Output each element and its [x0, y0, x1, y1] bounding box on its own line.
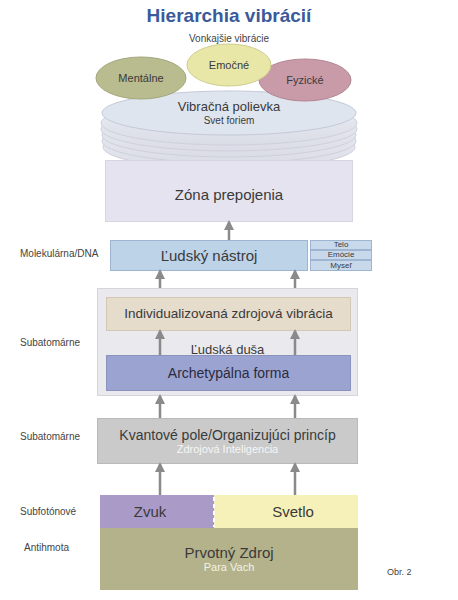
- human-soul-box: Ľudská dušaIndividualizovaná zdrojová vi…: [97, 288, 358, 396]
- up-arrow: [159, 464, 162, 495]
- level-label: Subatomárne: [20, 431, 80, 442]
- node-title: Prvotný Zdroj: [184, 544, 273, 561]
- ellipse-shape: [96, 57, 186, 99]
- figure-caption: Obr. 2: [387, 567, 412, 577]
- level-label: Antihmota: [24, 542, 69, 553]
- quantum-field-box: Kvantové pole/Organizujúci princípZdrojo…: [97, 418, 358, 464]
- node-subtitle: Para Vach: [204, 561, 255, 574]
- node-title: Zóna prepojenia: [175, 186, 283, 203]
- up-arrow: [159, 271, 162, 288]
- up-arrow: [159, 396, 162, 418]
- human-instrument-box: Ľudský nástroj: [110, 240, 308, 271]
- archetype-box: Archetypálna forma: [106, 355, 351, 391]
- up-arrow: [294, 464, 297, 495]
- outer-vibration-ellipse: Emočné: [186, 43, 272, 87]
- ellipse-shape: [259, 59, 351, 101]
- individual-vibration-box: Individualizovaná zdrojová vibrácia: [106, 297, 351, 331]
- connection-zone-box: Zóna prepojenia: [105, 160, 353, 222]
- node-title: Zvuk: [134, 503, 167, 520]
- sound-box: Zvuk: [100, 495, 200, 528]
- ellipse-shape: [187, 44, 271, 86]
- node-title: Individualizovaná zdrojová vibrácia: [124, 306, 333, 322]
- node-title: Emočné: [209, 59, 249, 72]
- aspect-box: Myseľ: [310, 260, 372, 271]
- node-title: Telo: [334, 240, 349, 249]
- node-title: Archetypálna forma: [168, 365, 289, 381]
- node-title: Ľudský nástroj: [161, 247, 258, 264]
- group-label: Vonkajšie vibrácie: [0, 33, 458, 44]
- node-title: Kvantové pole/Organizujúci princíp: [119, 427, 335, 443]
- node-title: Svetlo: [272, 503, 314, 520]
- node-title: Mentálne: [118, 72, 163, 85]
- up-arrow: [228, 222, 231, 240]
- aspect-box: Telo: [310, 240, 372, 250]
- outer-vibration-ellipse: Fyzické: [258, 58, 352, 102]
- node-subtitle: Svet foriem: [204, 115, 255, 127]
- node-title: Fyzické: [286, 74, 323, 87]
- level-label: Molekulárna/DNA: [20, 248, 98, 259]
- ellipse-shape: [102, 91, 356, 135]
- diagram-title: Hierarchia vibrácií: [0, 5, 458, 27]
- node-title: Vibračná polievka: [178, 100, 280, 115]
- level-label: Subatomárne: [20, 337, 80, 348]
- light-box: Svetlo: [228, 495, 358, 528]
- outer-vibration-ellipse: Mentálne: [95, 56, 187, 100]
- primal-source-box: Prvotný ZdrojPara Vach: [100, 528, 358, 590]
- up-arrow: [294, 396, 297, 418]
- level-label: Subfotónové: [20, 506, 76, 517]
- node-title: Myseľ: [330, 261, 351, 270]
- aspect-box: Emócie: [310, 250, 372, 260]
- node-subtitle: Zdrojová Inteligencia: [177, 443, 279, 456]
- node-title: Emócie: [328, 250, 355, 259]
- up-arrow: [294, 271, 297, 288]
